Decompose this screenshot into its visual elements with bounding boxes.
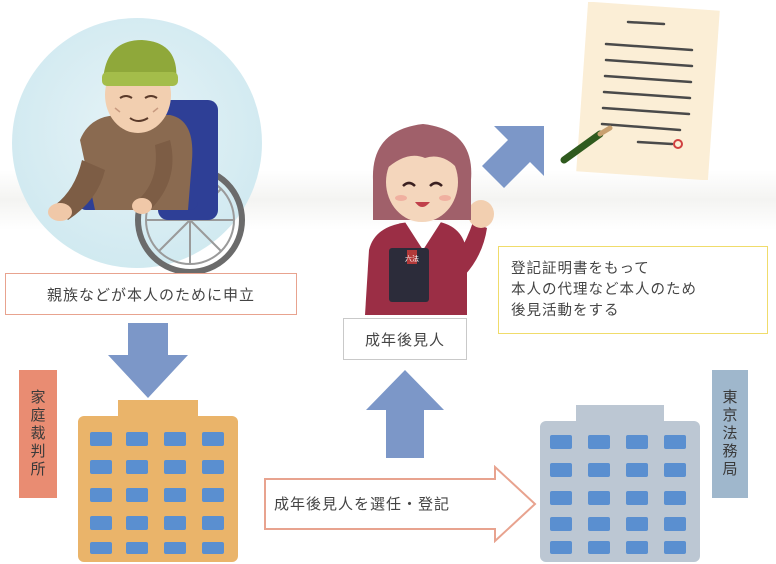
appoint-register-label: 成年後見人を選任・登記 xyxy=(274,495,451,513)
diagonal-up-right-arrow-icon xyxy=(482,126,544,188)
certificate-document-icon xyxy=(560,2,720,180)
guardian-label: 成年後見人 xyxy=(343,318,467,360)
guardian-woman-icon: 六法 xyxy=(365,124,494,315)
court-building-icon xyxy=(78,400,238,562)
tokyo-legal-bureau-label: 東京法務局 xyxy=(712,370,748,498)
bureau-building-icon xyxy=(540,405,700,562)
petition-label: 親族などが本人のために申立 xyxy=(5,273,297,315)
up-arrow-icon xyxy=(366,370,444,458)
down-arrow-icon xyxy=(108,323,188,398)
activity-note: 登記証明書をもって 本人の代理など本人のため 後見活動をする xyxy=(498,246,768,334)
elderly-person-wheelchair-icon xyxy=(48,40,245,275)
family-court-label: 家庭裁判所 xyxy=(19,370,57,498)
right-outline-arrow-icon xyxy=(264,465,537,543)
book-title: 六法 xyxy=(405,254,419,263)
